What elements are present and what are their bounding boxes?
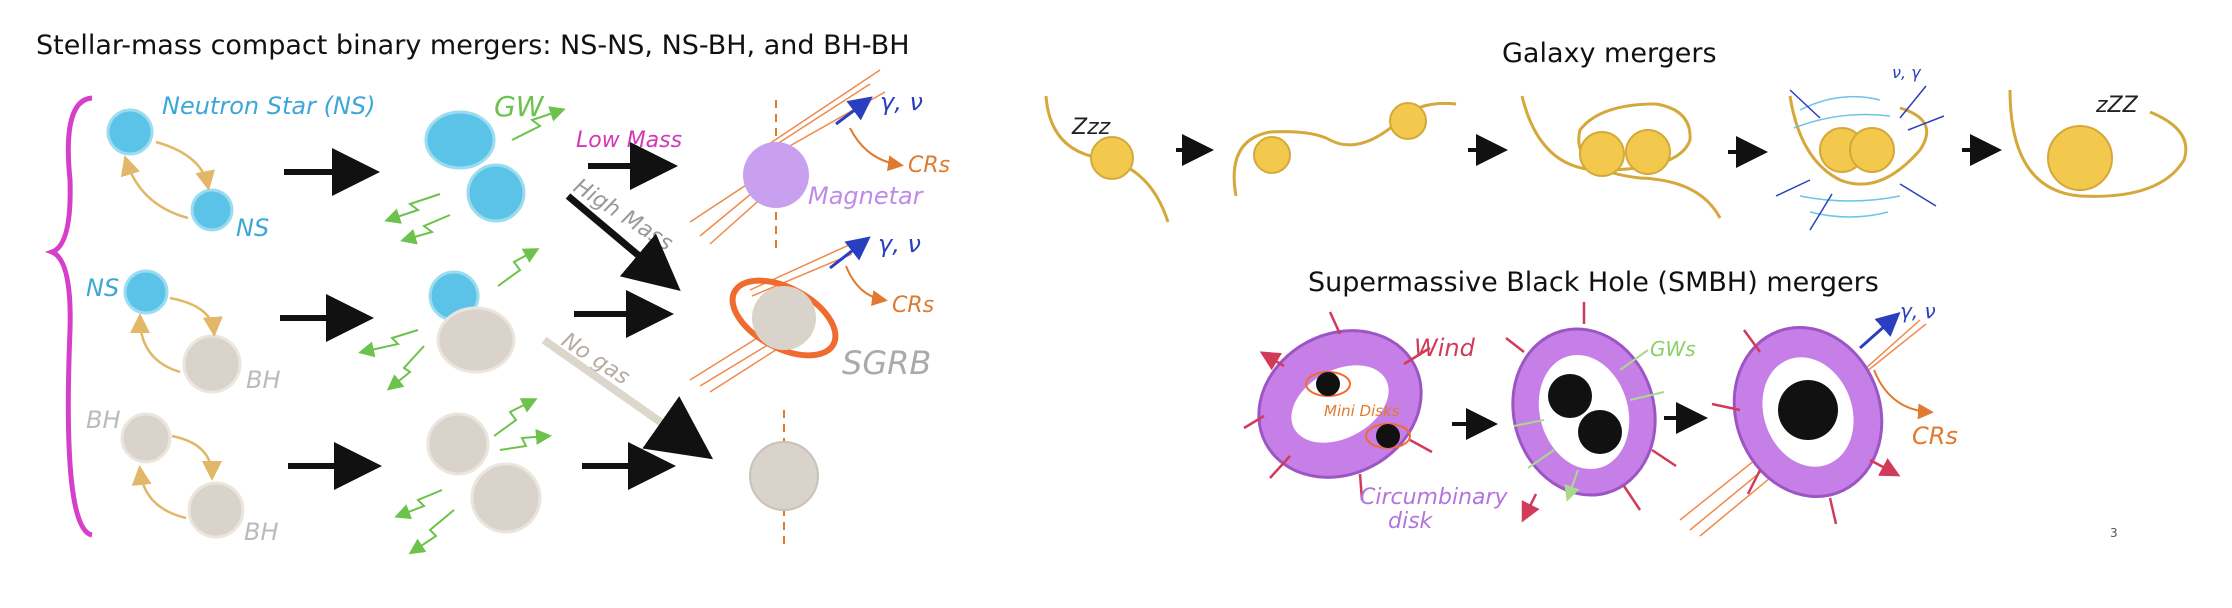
bh-label-1: BH bbox=[246, 366, 281, 394]
smbh-a bbox=[1316, 372, 1340, 396]
page-number: 3 bbox=[2110, 526, 2118, 540]
galaxy-panel: Zzz ν, γ zZZ bbox=[1044, 63, 2188, 231]
smbh-stage-1: Mini Disks Wind Circumbinary disk bbox=[1243, 311, 1509, 534]
bh-merger-blob bbox=[470, 462, 542, 534]
smbh-remnant bbox=[1778, 380, 1838, 440]
galaxy-merging-b bbox=[1625, 129, 1671, 175]
black-hole-2 bbox=[120, 412, 172, 464]
sgrb-label: SGRB bbox=[842, 344, 931, 382]
ns-label-1: NS bbox=[236, 214, 269, 242]
stellar-panel: Neutron Star (NS) NS GW Low Mass High Ma… bbox=[44, 69, 950, 555]
orbit-arrow bbox=[120, 155, 189, 220]
zzz-end: zZZ bbox=[2095, 93, 2139, 118]
gamma-arrow bbox=[1859, 312, 1901, 350]
brace bbox=[44, 95, 93, 538]
galaxy-title: Galaxy mergers bbox=[1502, 38, 1717, 69]
bh-remnant bbox=[749, 441, 819, 511]
neutron-star-2 bbox=[190, 188, 234, 232]
smbh-merging-a bbox=[1548, 374, 1592, 418]
circumbinary-label: Circumbinary bbox=[1360, 485, 1509, 510]
bh-merger-blob bbox=[426, 412, 490, 476]
ns-merger-blob bbox=[466, 163, 526, 223]
magnetar-star bbox=[743, 142, 809, 208]
gw-arrow bbox=[384, 193, 441, 224]
galaxy-gamma-nu: ν, γ bbox=[1892, 63, 1922, 82]
galaxy-1 bbox=[1090, 136, 1134, 180]
gamma-nu-label-1: γ, ν bbox=[880, 88, 923, 116]
black-hole-3 bbox=[187, 481, 245, 539]
smbh-stage-3: γ, ν CRs bbox=[1679, 299, 1958, 537]
ns-bh-merger-bh bbox=[436, 306, 516, 374]
gw-arrow bbox=[400, 214, 451, 245]
crs-label-2: CRs bbox=[892, 293, 934, 318]
orbit-arrow bbox=[155, 140, 215, 191]
galaxy-merged-b bbox=[1849, 127, 1895, 173]
magnetar-label: Magnetar bbox=[808, 182, 925, 210]
no-gas-arrow bbox=[541, 336, 714, 460]
smbh-stage-2: GWs bbox=[1505, 302, 1696, 518]
magnetar: Magnetar γ, ν CRs bbox=[689, 69, 950, 250]
smbh-gamma-nu: γ, ν bbox=[1900, 299, 1936, 323]
bh-label-3: BH bbox=[244, 518, 279, 546]
crs-label-1: CRs bbox=[908, 153, 950, 178]
smbh-b bbox=[1376, 424, 1400, 448]
gamma-arrow bbox=[829, 236, 871, 270]
smbh-crs-label: CRs bbox=[1912, 422, 1958, 450]
ns-ns-row: Neutron Star (NS) NS GW bbox=[106, 90, 566, 245]
neutron-star-1 bbox=[106, 108, 154, 156]
gamma-nu-label-2: γ, ν bbox=[878, 230, 921, 258]
black-hole-1 bbox=[182, 334, 242, 394]
neutron-star-label: Neutron Star (NS) bbox=[162, 92, 376, 120]
gws-label: GWs bbox=[1650, 337, 1696, 361]
neutron-star-3 bbox=[123, 269, 169, 315]
high-mass-arrow bbox=[565, 193, 681, 292]
smbh-merging-b bbox=[1578, 410, 1622, 454]
bh-bh-row: BH BH bbox=[86, 398, 819, 555]
wind-label: Wind bbox=[1414, 334, 1476, 362]
zzz-start: Zzz bbox=[1071, 115, 1111, 140]
smbh-panel: Mini Disks Wind Circumbinary disk GWs γ,… bbox=[1243, 299, 1958, 537]
mini-disks-label: Mini Disks bbox=[1324, 402, 1400, 420]
ns-bh-row: NS BH bbox=[86, 248, 674, 394]
disk-label: disk bbox=[1388, 509, 1434, 534]
ns-label-2: NS bbox=[86, 274, 119, 302]
galaxy-2 bbox=[1253, 136, 1291, 174]
stellar-title: Stellar-mass compact binary mergers: NS-… bbox=[36, 30, 910, 61]
gw-arrow bbox=[511, 106, 566, 141]
low-mass-label: Low Mass bbox=[576, 128, 682, 153]
gw-label: GW bbox=[494, 90, 545, 123]
ns-merger-blob bbox=[424, 110, 496, 170]
galaxy-merging-a bbox=[1579, 131, 1625, 177]
bh-label-2: BH bbox=[86, 406, 121, 434]
galaxy-3 bbox=[1389, 102, 1427, 140]
smbh-title: Supermassive Black Hole (SMBH) mergers bbox=[1308, 267, 1879, 298]
sgrb: γ, ν CRs SGRB bbox=[689, 230, 934, 393]
cr-arrow bbox=[849, 127, 904, 172]
galaxy-final bbox=[2047, 125, 2113, 191]
sgrb-remnant bbox=[752, 286, 816, 350]
gamma-arrow bbox=[835, 96, 873, 126]
